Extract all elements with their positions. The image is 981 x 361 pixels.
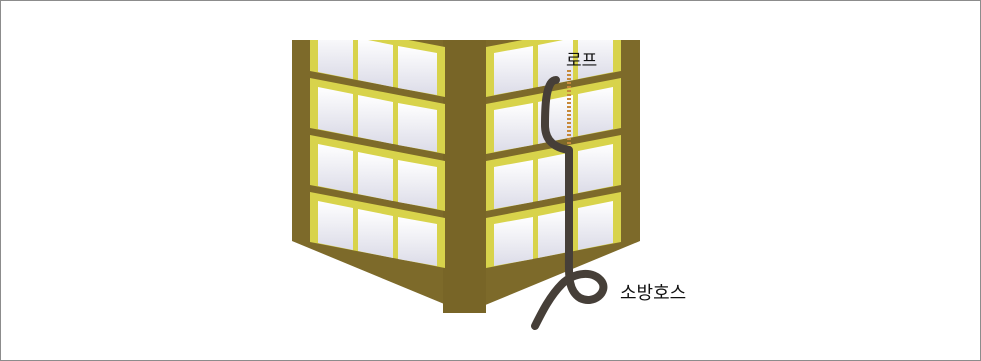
rope-label: 로프: [566, 51, 598, 71]
building-corner: [443, 40, 486, 313]
fire-hose-label: 소방호스: [620, 283, 687, 304]
fire-hose: [531, 76, 608, 330]
right-window-bands: [486, 40, 621, 268]
left-window-bands: [310, 40, 445, 268]
